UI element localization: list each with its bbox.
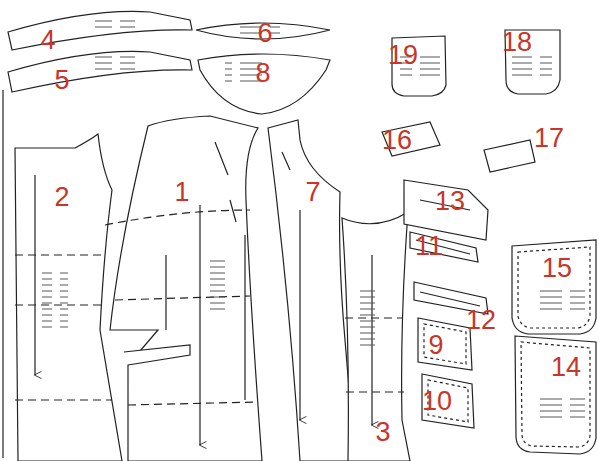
callout-number: 17	[534, 125, 564, 152]
callout-number: 5	[54, 67, 69, 94]
callout-number: 18	[502, 29, 532, 56]
callout-number: 4	[40, 27, 55, 54]
callout-number: 3	[375, 419, 390, 446]
callout-number: 2	[54, 184, 69, 211]
callout-number: 7	[305, 179, 320, 206]
callout-number: 8	[255, 60, 270, 87]
callout-number: 6	[257, 20, 272, 47]
callout-number: 13	[435, 188, 465, 215]
callout-number: 1	[174, 179, 189, 206]
callout-number: 19	[388, 42, 418, 69]
callout-number: 10	[422, 388, 452, 415]
callout-number: 15	[542, 255, 572, 282]
callout-number: 11	[415, 233, 443, 260]
callout-number: 12	[466, 307, 496, 334]
callout-number: 16	[382, 127, 412, 154]
callout-number: 14	[551, 354, 581, 381]
callout-number: 9	[428, 332, 443, 359]
